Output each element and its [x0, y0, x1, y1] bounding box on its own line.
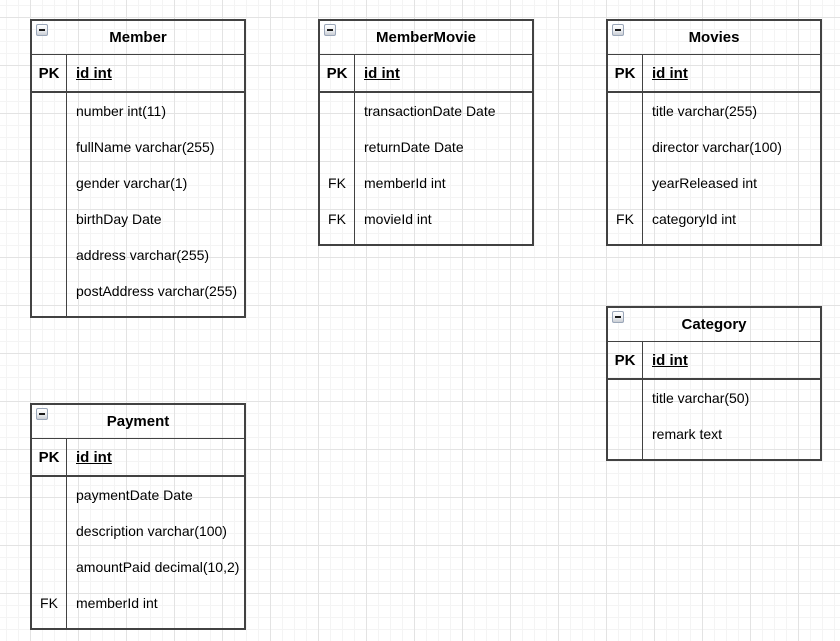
key-column-divider: [66, 439, 67, 628]
minus-icon: [327, 29, 333, 31]
row-key-label: FK: [328, 211, 346, 227]
table-row-memberid[interactable]: FK memberId int: [32, 585, 244, 621]
table-row-address[interactable]: address varchar(255): [32, 237, 244, 273]
table-row-gender[interactable]: gender varchar(1): [32, 165, 244, 201]
table-row-title[interactable]: title varchar(50): [608, 380, 820, 416]
table-row-postaddress[interactable]: postAddress varchar(255): [32, 273, 244, 309]
row-field-label: remark text: [652, 426, 723, 442]
minus-icon: [39, 29, 45, 31]
row-field-label: birthDay Date: [76, 211, 162, 227]
table-row-number[interactable]: number int(11): [32, 93, 244, 129]
row-field-label: memberId int: [76, 595, 158, 611]
minus-icon: [615, 29, 621, 31]
minus-icon: [39, 413, 45, 415]
table-header[interactable]: Category: [608, 308, 820, 342]
table-row-director[interactable]: director varchar(100): [608, 129, 820, 165]
collapse-icon[interactable]: [36, 408, 48, 420]
row-field-label: memberId int: [364, 175, 446, 191]
row-field-label: id int: [76, 64, 112, 82]
table-row-id[interactable]: PK id int: [320, 55, 532, 93]
row-key-label: FK: [328, 175, 346, 191]
key-column-divider: [66, 55, 67, 316]
row-field-label: id int: [76, 448, 112, 466]
row-key-label: PK: [38, 64, 60, 82]
table-row-id[interactable]: PK id int: [32, 439, 244, 477]
collapse-icon[interactable]: [612, 24, 624, 36]
row-field-label: id int: [652, 351, 688, 369]
collapse-icon[interactable]: [36, 24, 48, 36]
row-key-label: PK: [614, 64, 636, 82]
table-row-returndate[interactable]: returnDate Date: [320, 129, 532, 165]
row-field-label: returnDate Date: [364, 139, 464, 155]
row-field-label: paymentDate Date: [76, 487, 193, 503]
row-field-label: director varchar(100): [652, 139, 782, 155]
table-row-description[interactable]: description varchar(100): [32, 513, 244, 549]
table-row-id[interactable]: PK id int: [608, 55, 820, 93]
table-row-id[interactable]: PK id int: [608, 342, 820, 380]
table-header[interactable]: Movies: [608, 21, 820, 55]
table-header[interactable]: Member: [32, 21, 244, 55]
key-column-divider: [642, 55, 643, 244]
table-row-fullname[interactable]: fullName varchar(255): [32, 129, 244, 165]
row-key-label: FK: [616, 211, 634, 227]
table-row-amountpaid[interactable]: amountPaid decimal(10,2): [32, 549, 244, 585]
row-field-label: id int: [364, 64, 400, 82]
table-row-id[interactable]: PK id int: [32, 55, 244, 93]
row-key-label: PK: [614, 351, 636, 369]
table-title: Category: [681, 316, 747, 333]
table-row-paymentdate[interactable]: paymentDate Date: [32, 477, 244, 513]
row-field-label: fullName varchar(255): [76, 139, 215, 155]
row-field-label: id int: [652, 64, 688, 82]
row-field-label: amountPaid decimal(10,2): [76, 559, 240, 575]
minus-icon: [615, 316, 621, 318]
row-field-label: title varchar(50): [652, 390, 750, 406]
table-row-categoryid[interactable]: FK categoryId int: [608, 201, 820, 237]
row-field-label: title varchar(255): [652, 103, 758, 119]
table-row-transactiondate[interactable]: transactionDate Date: [320, 93, 532, 129]
key-column-divider: [642, 342, 643, 459]
row-field-label: yearReleased int: [652, 175, 758, 191]
table-header[interactable]: MemberMovie: [320, 21, 532, 55]
table-title: Movies: [688, 29, 740, 46]
row-field-label: categoryId int: [652, 211, 737, 227]
table-title: MemberMovie: [375, 29, 477, 46]
collapse-icon[interactable]: [324, 24, 336, 36]
table-row-remark[interactable]: remark text: [608, 416, 820, 452]
table-row-birthday[interactable]: birthDay Date: [32, 201, 244, 237]
table-row-movieid[interactable]: FK movieId int: [320, 201, 532, 237]
table-header[interactable]: Payment: [32, 405, 244, 439]
row-key-label: PK: [38, 448, 60, 466]
table-row-title[interactable]: title varchar(255): [608, 93, 820, 129]
row-field-label: address varchar(255): [76, 247, 210, 263]
table-row-memberid[interactable]: FK memberId int: [320, 165, 532, 201]
row-field-label: number int(11): [76, 103, 167, 119]
row-field-label: description varchar(100): [76, 523, 227, 539]
key-column-divider: [354, 55, 355, 244]
row-field-label: movieId int: [364, 211, 432, 227]
row-field-label: transactionDate Date: [364, 103, 496, 119]
row-field-label: gender varchar(1): [76, 175, 188, 191]
table-title: Member: [109, 29, 167, 46]
table-title: Payment: [106, 413, 170, 430]
table-row-yearreleased[interactable]: yearReleased int: [608, 165, 820, 201]
row-field-label: postAddress varchar(255): [76, 283, 238, 299]
row-key-label: FK: [40, 595, 58, 611]
row-key-label: PK: [326, 64, 348, 82]
collapse-icon[interactable]: [612, 311, 624, 323]
